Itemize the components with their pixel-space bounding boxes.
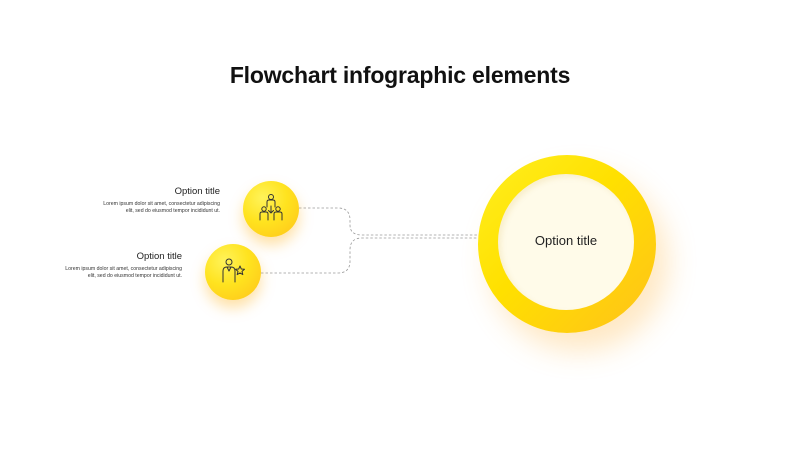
option-1-title: Option title (174, 186, 220, 197)
person-star-icon (222, 258, 245, 283)
main-node: Option title (478, 155, 656, 333)
option-1-description: Lorem ipsum dolor sit amet, consectetur … (103, 201, 220, 215)
main-node-inner: Option title (498, 174, 634, 310)
option-1-node (243, 181, 299, 237)
connector-line-2 (261, 237, 478, 274)
option-1-label: Option title Lorem ipsum dolor sit amet,… (100, 186, 220, 216)
main-node-label: Option title (534, 233, 598, 248)
option-2-description: Lorem ipsum dolor sit amet, consectetur … (65, 266, 182, 280)
option-2-node (205, 244, 261, 300)
option-2-title: Option title (136, 251, 182, 262)
team-leader-icon (259, 194, 283, 221)
option-2-label: Option title Lorem ipsum dolor sit amet,… (62, 251, 182, 281)
connector-line-1 (299, 207, 478, 236)
diagram-title: Flowchart infographic elements (229, 62, 571, 88)
